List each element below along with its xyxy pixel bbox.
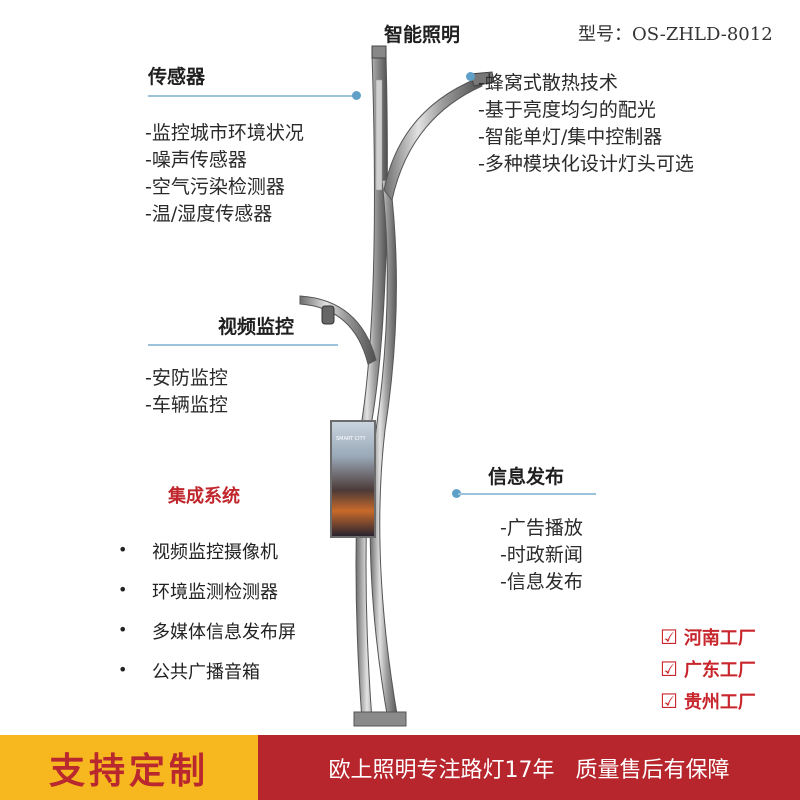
sensor-pointer-line — [148, 95, 354, 97]
sensor-item: -噪声传感器 — [145, 149, 247, 171]
model-label: 型号：OS-ZHLD-8012 — [578, 24, 773, 45]
sensor-item: -温/湿度传感器 — [145, 203, 273, 225]
integrated-item: 视频监控摄像机 — [152, 542, 278, 563]
lighting-item: -基于亮度均匀的配光 — [478, 99, 656, 121]
info-item: -信息发布 — [500, 571, 583, 593]
lighting-item: -多种模块化设计灯头可选 — [478, 153, 694, 175]
video-heading: 视频监控 — [218, 316, 295, 338]
sensor-item: -监控城市环境状况 — [145, 122, 304, 144]
lighting-pointer-dot — [466, 72, 475, 81]
checkbox-checked-icon: ☑ — [660, 689, 678, 713]
integrated-system-title: 集成系统 — [168, 486, 240, 507]
info-pointer-line — [458, 493, 596, 495]
factory-guizhou: ☑ 贵州工厂 — [660, 688, 756, 714]
footer-banner: 支持定制 欧上照明专注路灯17年 质量售后有保障 — [0, 735, 800, 800]
integrated-item: 环境监测检测器 — [152, 582, 278, 603]
pole-base — [353, 711, 407, 727]
bullet: • — [118, 580, 128, 599]
sensor-pointer-dot — [352, 91, 361, 100]
pole-arm-top — [383, 77, 483, 202]
factory-guangdong: ☑ 广东工厂 — [660, 656, 756, 682]
led-strip — [375, 79, 383, 191]
factory-label: 河南工厂 — [683, 628, 756, 649]
camera-body — [321, 305, 335, 325]
screen-label: SMART CITY — [336, 436, 366, 442]
integrated-item: 公共广播音箱 — [152, 662, 260, 683]
sensor-item: -空气污染检测器 — [145, 176, 285, 198]
pole-top-sensor — [371, 45, 387, 59]
info-item: -广告播放 — [500, 517, 583, 539]
bullet: • — [118, 620, 128, 639]
factory-label: 广东工厂 — [683, 660, 756, 681]
footer-custom-badge: 支持定制 — [0, 735, 258, 800]
integrated-item: 多媒体信息发布屏 — [152, 622, 296, 643]
checkbox-checked-icon: ☑ — [660, 657, 678, 681]
sensor-heading: 传感器 — [148, 66, 206, 88]
video-pointer-line — [148, 344, 338, 346]
footer-custom-text: 支持定制 — [48, 750, 209, 792]
lighting-item: -蜂窝式散热技术 — [478, 72, 618, 94]
sensor-list: -监控城市环境状况 -噪声传感器 -空气污染检测器 -温/湿度传感器 — [145, 120, 304, 228]
footer-slogan-text: 欧上照明专注路灯17年 质量售后有保障 — [328, 757, 730, 783]
video-list: -安防监控 -车辆监控 — [145, 365, 228, 419]
factory-label: 贵州工厂 — [683, 692, 756, 713]
smart-lighting-title: 智能照明 — [384, 24, 461, 46]
bullet: • — [118, 540, 128, 559]
camera-arm — [299, 295, 377, 365]
info-display-screen: SMART CITY — [330, 420, 376, 538]
lighting-list: -蜂窝式散热技术 -基于亮度均匀的配光 -智能单灯/集中控制器 -多种模块化设计… — [478, 70, 700, 178]
bullet: • — [118, 660, 128, 679]
lamp-head-top — [469, 71, 495, 87]
lighting-item: -智能单灯/集中控制器 — [478, 126, 663, 148]
info-heading: 信息发布 — [488, 466, 565, 488]
video-item: -车辆监控 — [145, 394, 228, 416]
checkbox-checked-icon: ☑ — [660, 625, 678, 649]
info-item: -时政新闻 — [500, 544, 583, 566]
info-pointer-dot — [452, 489, 461, 498]
factory-henan: ☑ 河南工厂 — [660, 624, 756, 650]
footer-slogan: 欧上照明专注路灯17年 质量售后有保障 — [258, 735, 800, 800]
info-list: -广告播放 -时政新闻 -信息发布 — [500, 515, 583, 596]
video-item: -安防监控 — [145, 367, 228, 389]
